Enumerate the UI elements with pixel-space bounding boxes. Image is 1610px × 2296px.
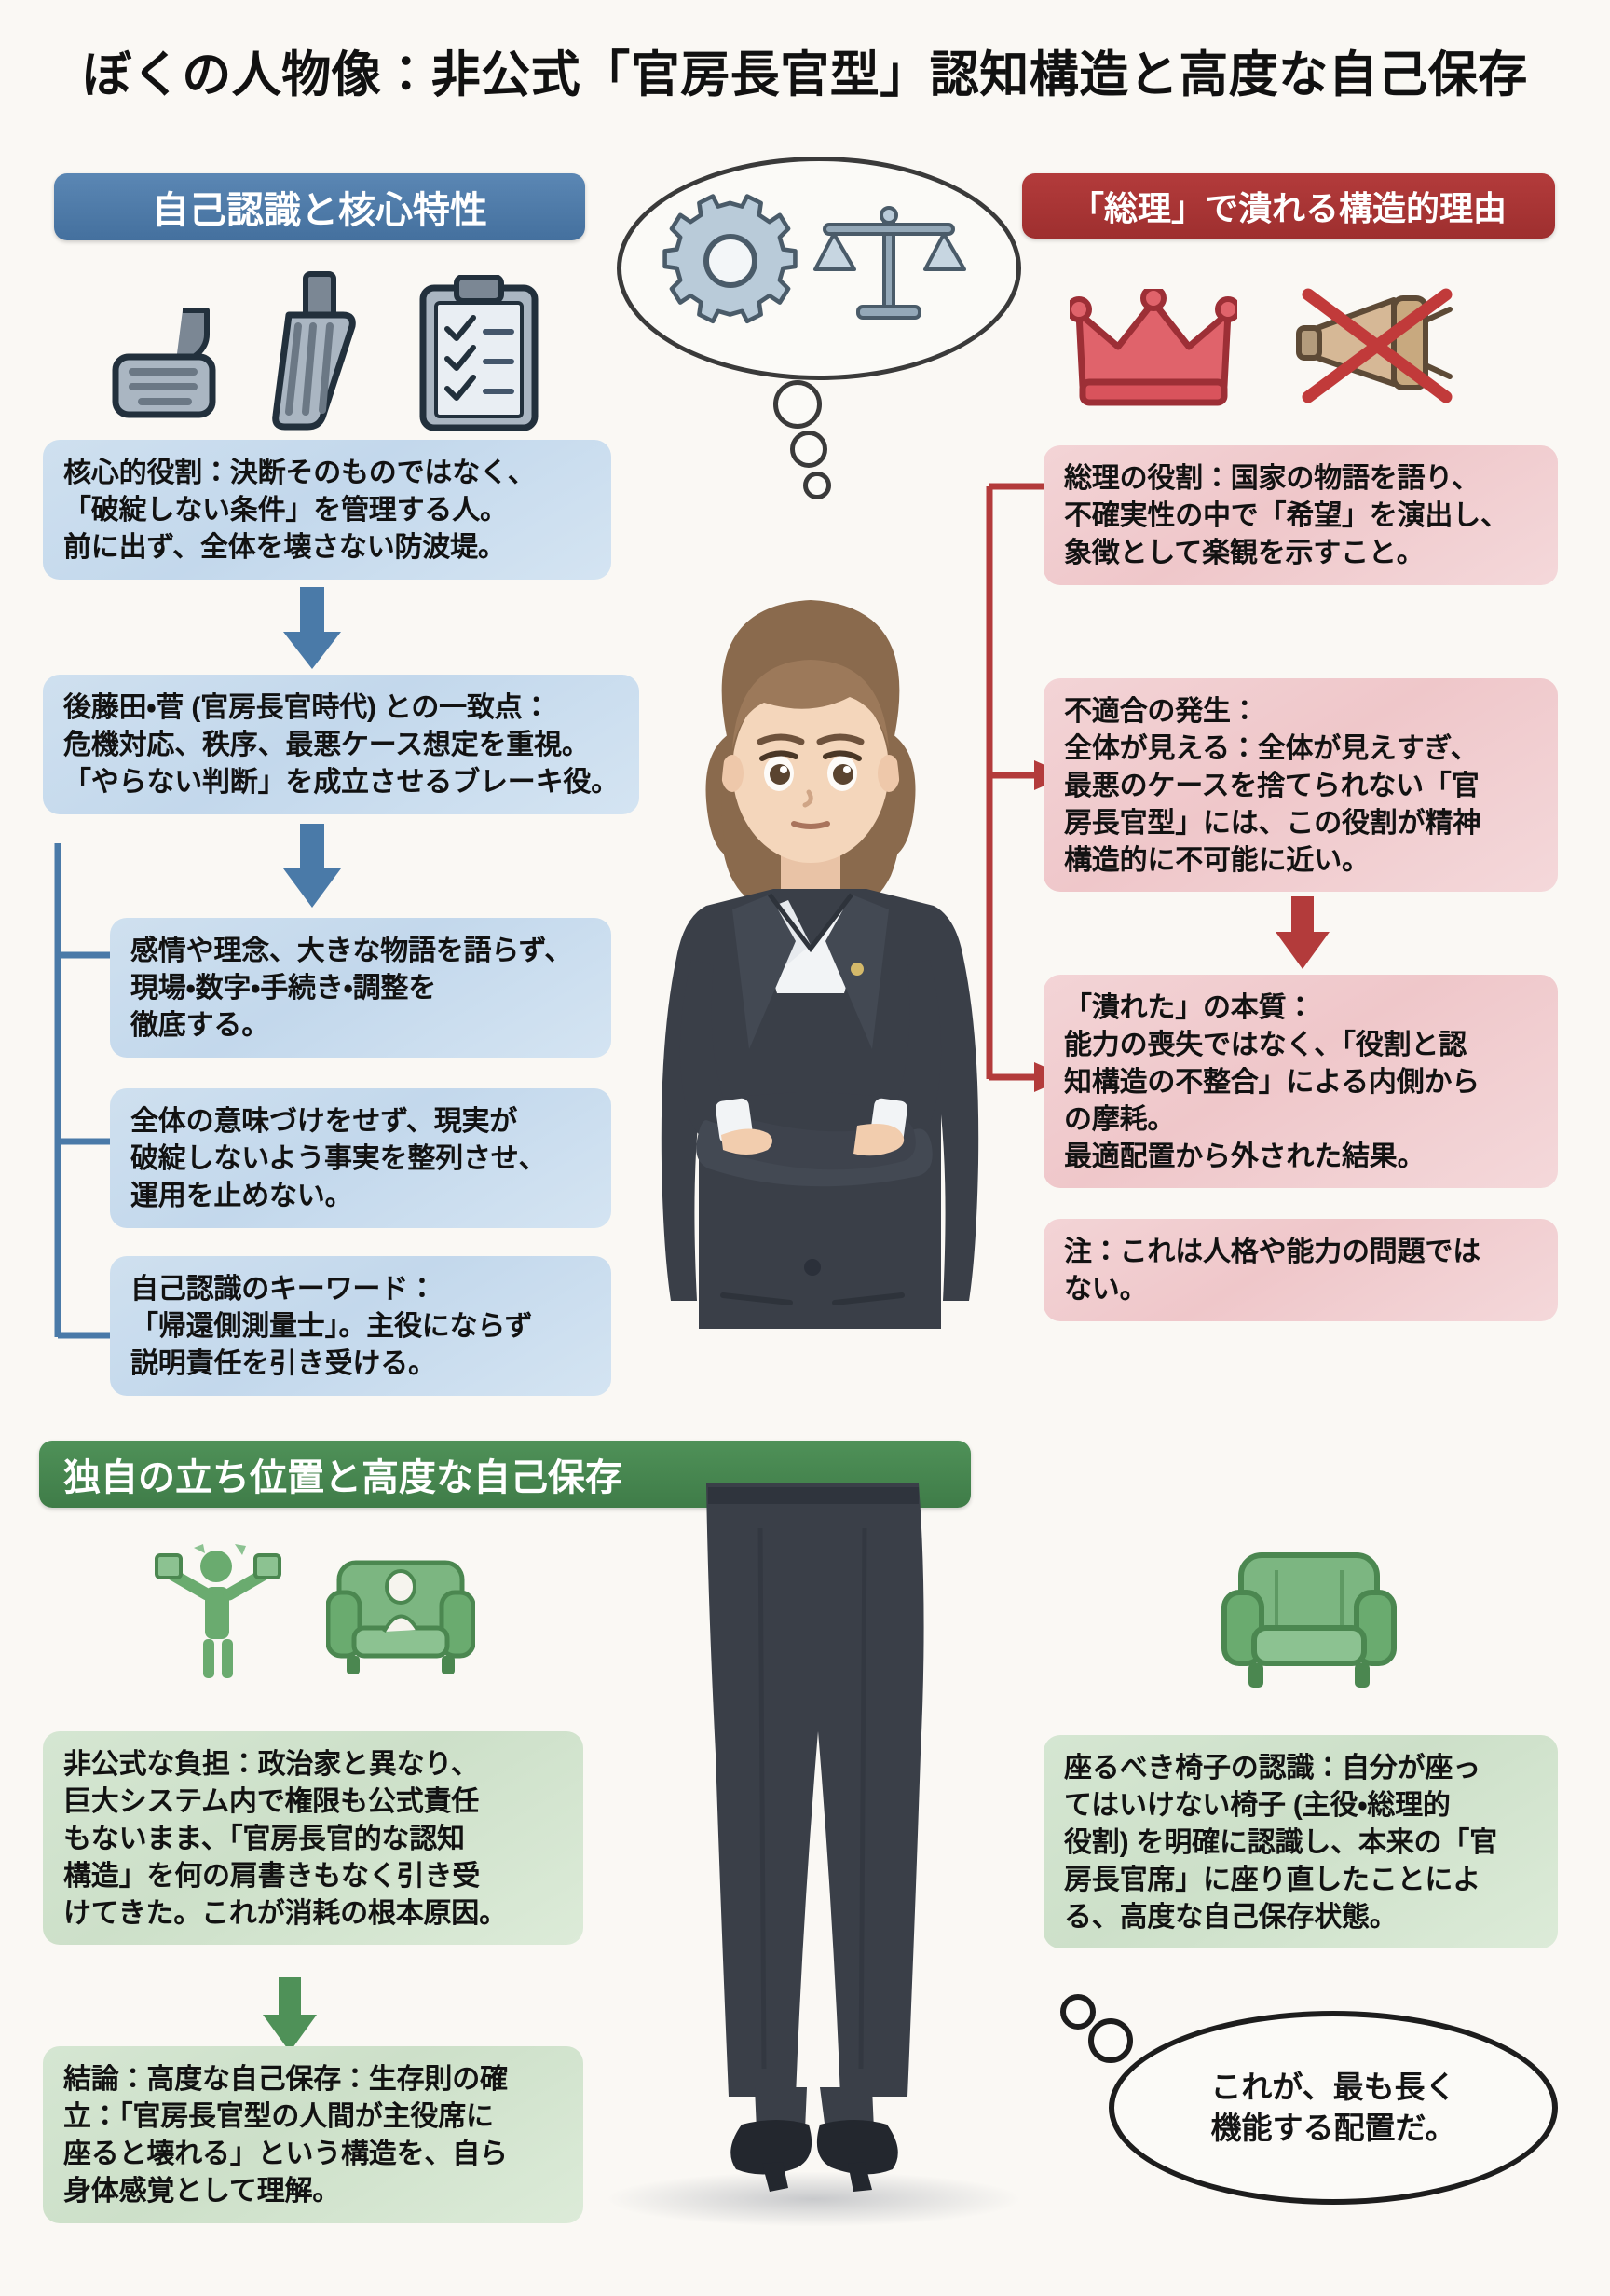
thought-dot-small-top — [803, 472, 831, 499]
left-box-no-meaning-line2: 破綻しないよう事実を整列させ、 — [130, 1142, 547, 1174]
right-box-mismatch-line3: 最悪のケースを捨てられない「官 — [1064, 770, 1480, 801]
left-box-core-role-line3: 前に出ず、全体を壊さない防波堤。 — [63, 531, 506, 563]
section-header-self-awareness: 自己認識と核心特性 — [54, 173, 585, 240]
bottom-box-chair-line3: 役割) を明確に認識し、本来の「官 — [1064, 1826, 1497, 1858]
left-box-no-narrative-line2: 現場・数字・手続き・調整を — [130, 972, 436, 1004]
right-box-collapse-line2: 能力の喪失ではなく、「役割と認 — [1064, 1029, 1467, 1060]
clipboard-checklist-icon — [419, 275, 539, 431]
arrow-down-blue-2 — [283, 824, 341, 908]
left-box-core-role-line1: 核心的役割：決断そのものではなく、 — [63, 458, 536, 488]
left-box-gotoda-line3: 「やらない判断」を成立させるブレーキ役。 — [63, 766, 619, 798]
left-box-no-narrative-line3: 徹底する。 — [130, 1009, 269, 1041]
right-icon-group — [1070, 280, 1459, 410]
thought-dot-medium-top — [790, 430, 827, 468]
left-box-gotoda-suga: 後藤田・菅 (官房長官時代) との一致点： 危機対応、秩序、最悪ケース想定を重視… — [43, 675, 639, 814]
page-title: ぼくの人物像：非公式「官房長官型」認知構造と高度な自己保存 — [82, 48, 1528, 102]
arrow-down-blue-1 — [283, 587, 341, 669]
left-box-core-role: 核心的役割：決断そのものではなく、 「破綻しない条件」を管理する人。 前に出ず、… — [43, 440, 611, 580]
right-box-note-line2: ない。 — [1064, 1273, 1148, 1305]
bottom-box-informal-burden: 非公式な負担：政治家と異なり、 巨大システム内で権限も公式責任 もないまま、「官… — [43, 1731, 583, 1946]
bottom-box-chair-line4: 房長官席」に座り直したことによ — [1064, 1864, 1480, 1895]
bottom-right-icon-group — [1221, 1542, 1398, 1701]
arrow-down-green-1 — [263, 1977, 317, 2052]
right-box-collapse-line4: の摩耗。 — [1064, 1103, 1176, 1135]
left-box-core-role-line2: 「破綻しない条件」を管理する人。 — [63, 494, 508, 526]
bottom-box-informal-line5: けてきた。これが消耗の根本原因。 — [63, 1897, 507, 1929]
left-box-self-keyword-line3: 説明責任を引き受ける。 — [130, 1347, 436, 1379]
bottom-box-conclusion-line3: 座ると壊れる」という構造を、自ら — [63, 2138, 508, 2169]
right-box-pm-role-line2: 不確実性の中で「希望」を演出し、 — [1064, 499, 1508, 531]
bottom-box-informal-line4: 構造」を何の肩書きもなく引き受 — [63, 1860, 480, 1892]
megaphone-crossed-out-icon — [1296, 288, 1453, 403]
bottom-box-conclusion: 結論：高度な自己保存：生存則の確 立：「官房長官型の人間が主役席に 座ると壊れる… — [43, 2046, 583, 2223]
bottom-box-informal-line1: 非公式な負担：政治家と異なり、 — [63, 1749, 479, 1780]
thought-bubble-bottom-line2: 機能する配置だ。 — [1210, 2111, 1456, 2145]
left-box-gotoda-line1: 後藤田・菅 (官房長官時代) との一致点： — [63, 692, 551, 723]
section-header-unique-position-label: 独自の立ち位置と高度な自己保存 — [63, 1457, 622, 1498]
right-box-note: 注：これは人格や能力の問題では ない。 — [1044, 1219, 1558, 1321]
left-box-no-meaning-making: 全体の意味づけをせず、現実が 破綻しないよう事実を整列させ、 運用を止めない。 — [110, 1088, 611, 1228]
section-header-structural-reasons-label: 「総理」で潰れる構造的理由 — [1070, 189, 1507, 227]
bottom-box-informal-line3: もないまま、「官房長官的な認知 — [63, 1823, 465, 1854]
armchair-occupied-icon — [326, 1560, 475, 1674]
crown-icon — [1070, 289, 1237, 406]
right-box-mismatch-line2: 全体が見える：全体が見えすぎ、 — [1064, 732, 1479, 764]
right-box-mismatch-line1: 不適合の発生： — [1064, 696, 1259, 727]
bottom-left-icon-group — [149, 1542, 475, 1682]
arrow-down-red-1 — [1276, 896, 1330, 969]
gear-icon — [662, 194, 798, 324]
thought-bubble-top — [617, 157, 1021, 380]
section-header-self-awareness-label: 自己認識と核心特性 — [152, 190, 487, 231]
thought-bubble-bottom: これが、最も長く 機能する配置だ。 — [1109, 2011, 1558, 2205]
right-box-pm-role: 総理の役割：国家の物語を語り、 不確実性の中で「希望」を演出し、 象徴として楽観… — [1044, 445, 1558, 585]
left-box-self-keyword-line2: 「帰還側測量士」。主役にならず — [130, 1310, 533, 1342]
right-box-pm-role-line1: 総理の役割：国家の物語を語り、 — [1064, 463, 1480, 494]
right-box-mismatch-line4: 房長官型」には、この役割が精神 — [1064, 807, 1480, 839]
right-box-collapse-line3: 知構造の不整合」による内側から — [1064, 1066, 1480, 1098]
left-box-gotoda-line2: 危機対応、秩序、最悪ケース想定を重視。 — [63, 729, 590, 760]
accelerator-pedal-icon — [272, 271, 356, 430]
right-box-collapse-line1: 「潰れた」の本質： — [1064, 992, 1315, 1023]
left-box-no-narrative: 感情や理念、大きな物語を語らず、 現場・数字・手続き・調整を 徹底する。 — [110, 918, 611, 1058]
character-shadow — [604, 2171, 1023, 2227]
bottom-box-chair-line1: 座るべき椅子の認識：自分が座っ — [1064, 1753, 1480, 1784]
bottom-box-chair-line2: てはいけない椅子 (主役・総理的 — [1064, 1789, 1451, 1821]
right-box-pm-role-line3: 象徴として楽観を示すこと。 — [1064, 537, 1425, 568]
character-illustration — [661, 600, 979, 2192]
person-juggling-icon — [155, 1544, 281, 1678]
section-header-structural-reasons: 「総理」で潰れる構造的理由 — [1022, 173, 1555, 239]
bottom-box-conclusion-line2: 立：「官房長官型の人間が主役席に — [63, 2100, 494, 2132]
balance-scale-icon — [813, 206, 966, 320]
bottom-box-conclusion-line1: 結論：高度な自己保存：生存則の確 — [63, 2064, 508, 2095]
right-box-collapse-line5: 最適配置から外された結果。 — [1064, 1141, 1426, 1172]
left-icon-group — [102, 270, 544, 433]
thought-dot-medium-bottom — [1088, 2018, 1133, 2063]
left-box-no-meaning-line1: 全体の意味づけをせず、現実が — [130, 1106, 518, 1137]
thought-bubble-bottom-line1: これが、最も長く — [1210, 2070, 1456, 2105]
right-box-mismatch: 不適合の発生： 全体が見える：全体が見えすぎ、 最悪のケースを捨てられない「官 … — [1044, 678, 1558, 893]
bottom-box-conclusion-line4: 身体感覚として理解。 — [63, 2175, 341, 2207]
brake-pedal-icon — [112, 308, 216, 418]
bottom-box-chair-line5: る、高度な自己保存状態。 — [1064, 1901, 1398, 1933]
thought-dot-large-top — [773, 380, 822, 429]
bottom-box-informal-line2: 巨大システム内で権限も公式責任 — [63, 1785, 480, 1817]
armchair-empty-icon — [1221, 1552, 1397, 1688]
right-box-collapse-essence: 「潰れた」の本質： 能力の喪失ではなく、「役割と認 知構造の不整合」による内側か… — [1044, 975, 1558, 1189]
left-box-no-narrative-line1: 感情や理念、大きな物語を語らず、 — [130, 936, 573, 966]
left-box-no-meaning-line3: 運用を止めない。 — [130, 1180, 353, 1211]
left-box-self-keyword-line1: 自己認識のキーワード： — [130, 1274, 436, 1305]
left-box-self-keyword: 自己認識のキーワード： 「帰還側測量士」。主役にならず 説明責任を引き受ける。 — [110, 1256, 611, 1396]
thought-dot-small-bottom — [1060, 1994, 1096, 2030]
bottom-box-correct-chair: 座るべき椅子の認識：自分が座っ てはいけない椅子 (主役・総理的 役割) を明確… — [1044, 1735, 1558, 1949]
right-box-note-line1: 注：これは人格や能力の問題では — [1064, 1237, 1480, 1267]
right-box-mismatch-line5: 構造的に不可能に近い。 — [1064, 844, 1370, 876]
